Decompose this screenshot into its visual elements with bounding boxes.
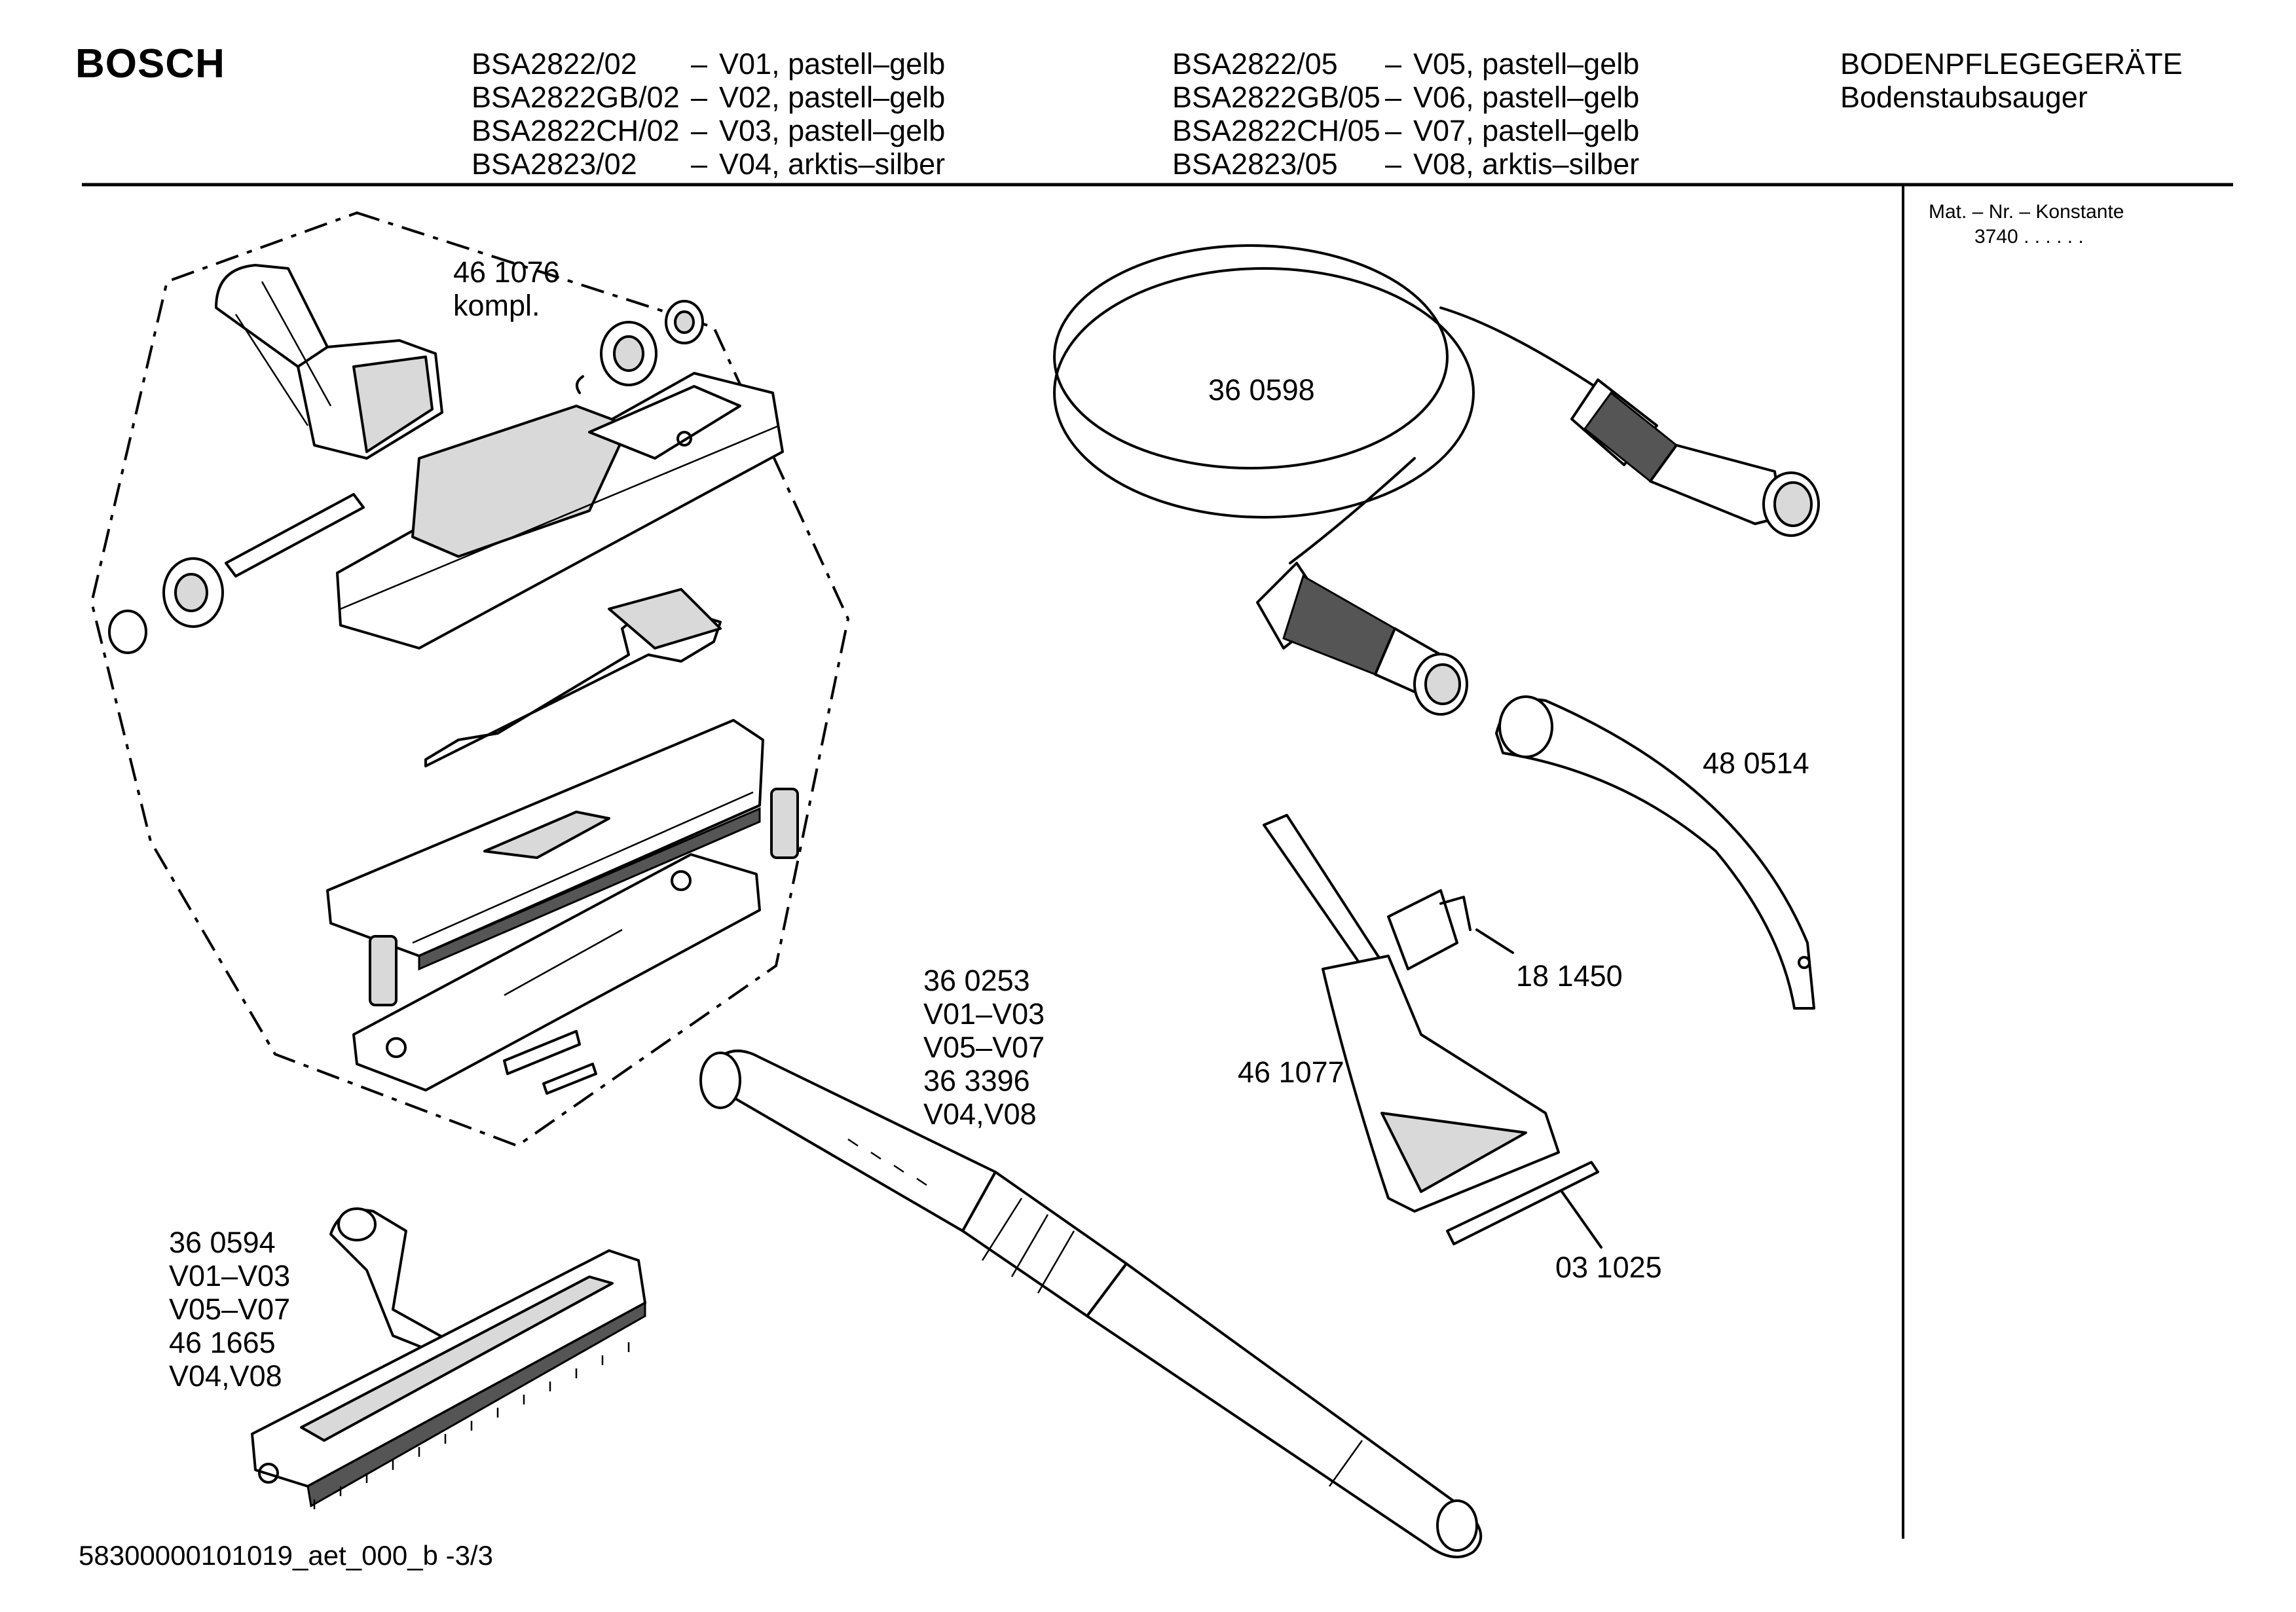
part-variants: V04,V08 [169,1359,282,1393]
left-wheel-part [108,557,224,654]
model-variant: V04, arktis–silber [719,147,946,181]
axle-part [225,493,365,577]
part-label-480514: 48 0514 [1703,746,1809,780]
model-separator: – [1385,114,1402,147]
brand-logo: BOSCH [75,41,225,86]
category-title: BODENPFLEGEGERÄTE [1840,47,2183,81]
model-separator: – [691,81,708,114]
hose-part [1053,244,1820,716]
handle-tube-part [1495,695,1815,1010]
nozzle-housing-part [336,372,784,650]
part-number: 36 0594 [169,1226,276,1259]
document-footer: 58300000101019_aet_000_b -3/3 [79,1540,493,1571]
model-number: BSA2823/05 [1172,147,1338,181]
category-subtitle: Bodenstaubsauger [1840,81,2088,114]
part-label-031025: 03 1025 [1555,1251,1662,1284]
part-variants: V01–V03 [923,997,1045,1031]
model-row: BSA2822CH/02 – V03, pastell–gelb [472,114,945,147]
model-number: BSA2822CH/02 [472,114,680,147]
part-number: 36 0253 [923,964,1030,997]
part-number: 46 1665 [169,1326,276,1359]
model-variant: V03, pastell–gelb [719,114,946,147]
spring-part [369,788,799,1006]
model-row: BSA2822GB/02 – V02, pastell–gelb [472,81,945,114]
sole-plate-part [352,853,761,1095]
model-separator: – [691,114,708,147]
crevice-nozzle-part [1263,814,1560,1213]
part-label-181450: 18 1450 [1516,959,1623,993]
model-row: BSA2823/05 – V08, arktis–silber [1172,147,1639,181]
part-label-360253: 36 0253 V01–V03 V05–V07 36 3396 V04,V08 [923,964,1045,1131]
part-number: 46 1076 [453,255,560,289]
model-number: BSA2822GB/05 [1172,81,1380,114]
model-variant: V02, pastell–gelb [719,81,946,114]
brush-frame-part [326,719,764,971]
model-row: BSA2822/02 – V01, pastell–gelb [472,47,945,81]
part-note: kompl. [453,289,540,322]
part-label-461076: 46 1076 kompl. [453,255,560,322]
part-variants: V05–V07 [923,1031,1045,1064]
model-number: BSA2823/02 [472,147,637,181]
model-number: BSA2822/05 [1172,47,1338,81]
part-variants: V04,V08 [923,1097,1037,1131]
model-separator: – [1385,81,1402,114]
model-separator: – [691,47,708,81]
category-block: BODENPFLEGEGERÄTE Bodenstaubsauger [1840,47,2183,114]
part-label-360594: 36 0594 V01–V03 V05–V07 46 1665 V04,V08 [169,1226,290,1393]
model-row: BSA2822/05 – V05, pastell–gelb [1172,47,1639,81]
model-number: BSA2822CH/05 [1172,114,1380,147]
model-number: BSA2822/02 [472,47,637,81]
model-list-left: BSA2822/02 – V01, pastell–gelb BSA2822GB… [472,47,945,181]
floor-nozzle-parts [108,264,799,1095]
part-variants: V01–V03 [169,1259,291,1292]
model-variant: V08, arktis–silber [1413,147,1640,181]
model-variant: V01, pastell–gelb [719,47,946,81]
parquet-nozzle-part [251,1207,646,1509]
part-label-360598: 36 0598 [1208,373,1315,407]
material-label: Mat. – Nr. – Konstante [1929,201,2124,223]
wheel-part [576,300,704,394]
telescopic-tube-part [699,1050,1483,1558]
model-variant: V07, pastell–gelb [1413,114,1640,147]
model-row: BSA2823/02 – V04, arktis–silber [472,147,945,181]
model-row: BSA2822GB/05 – V06, pastell–gelb [1172,81,1639,114]
model-list-right: BSA2822/05 – V05, pastell–gelb BSA2822GB… [1172,47,1639,181]
model-row: BSA2822CH/05 – V07, pastell–gelb [1172,114,1639,147]
part-number: 36 3396 [923,1064,1030,1097]
lever-part [424,588,722,767]
model-number: BSA2822GB/02 [472,81,680,114]
swivel-neck-part [215,264,443,460]
strip-part [1446,1161,1602,1249]
model-variant: V05, pastell–gelb [1413,47,1640,81]
model-variant: V06, pastell–gelb [1413,81,1640,114]
model-separator: – [691,147,708,181]
material-note: Mat. – Nr. – Konstante 3740 . . . . . . [1929,200,2124,249]
part-label-461077: 46 1077 [1238,1055,1344,1089]
material-value: 3740 . . . . . . [1974,226,2084,247]
assembly-outline [90,211,850,1148]
clip-part [1387,889,1514,970]
model-separator: – [1385,47,1402,81]
part-variants: V05–V07 [169,1292,291,1326]
model-separator: – [1385,147,1402,181]
